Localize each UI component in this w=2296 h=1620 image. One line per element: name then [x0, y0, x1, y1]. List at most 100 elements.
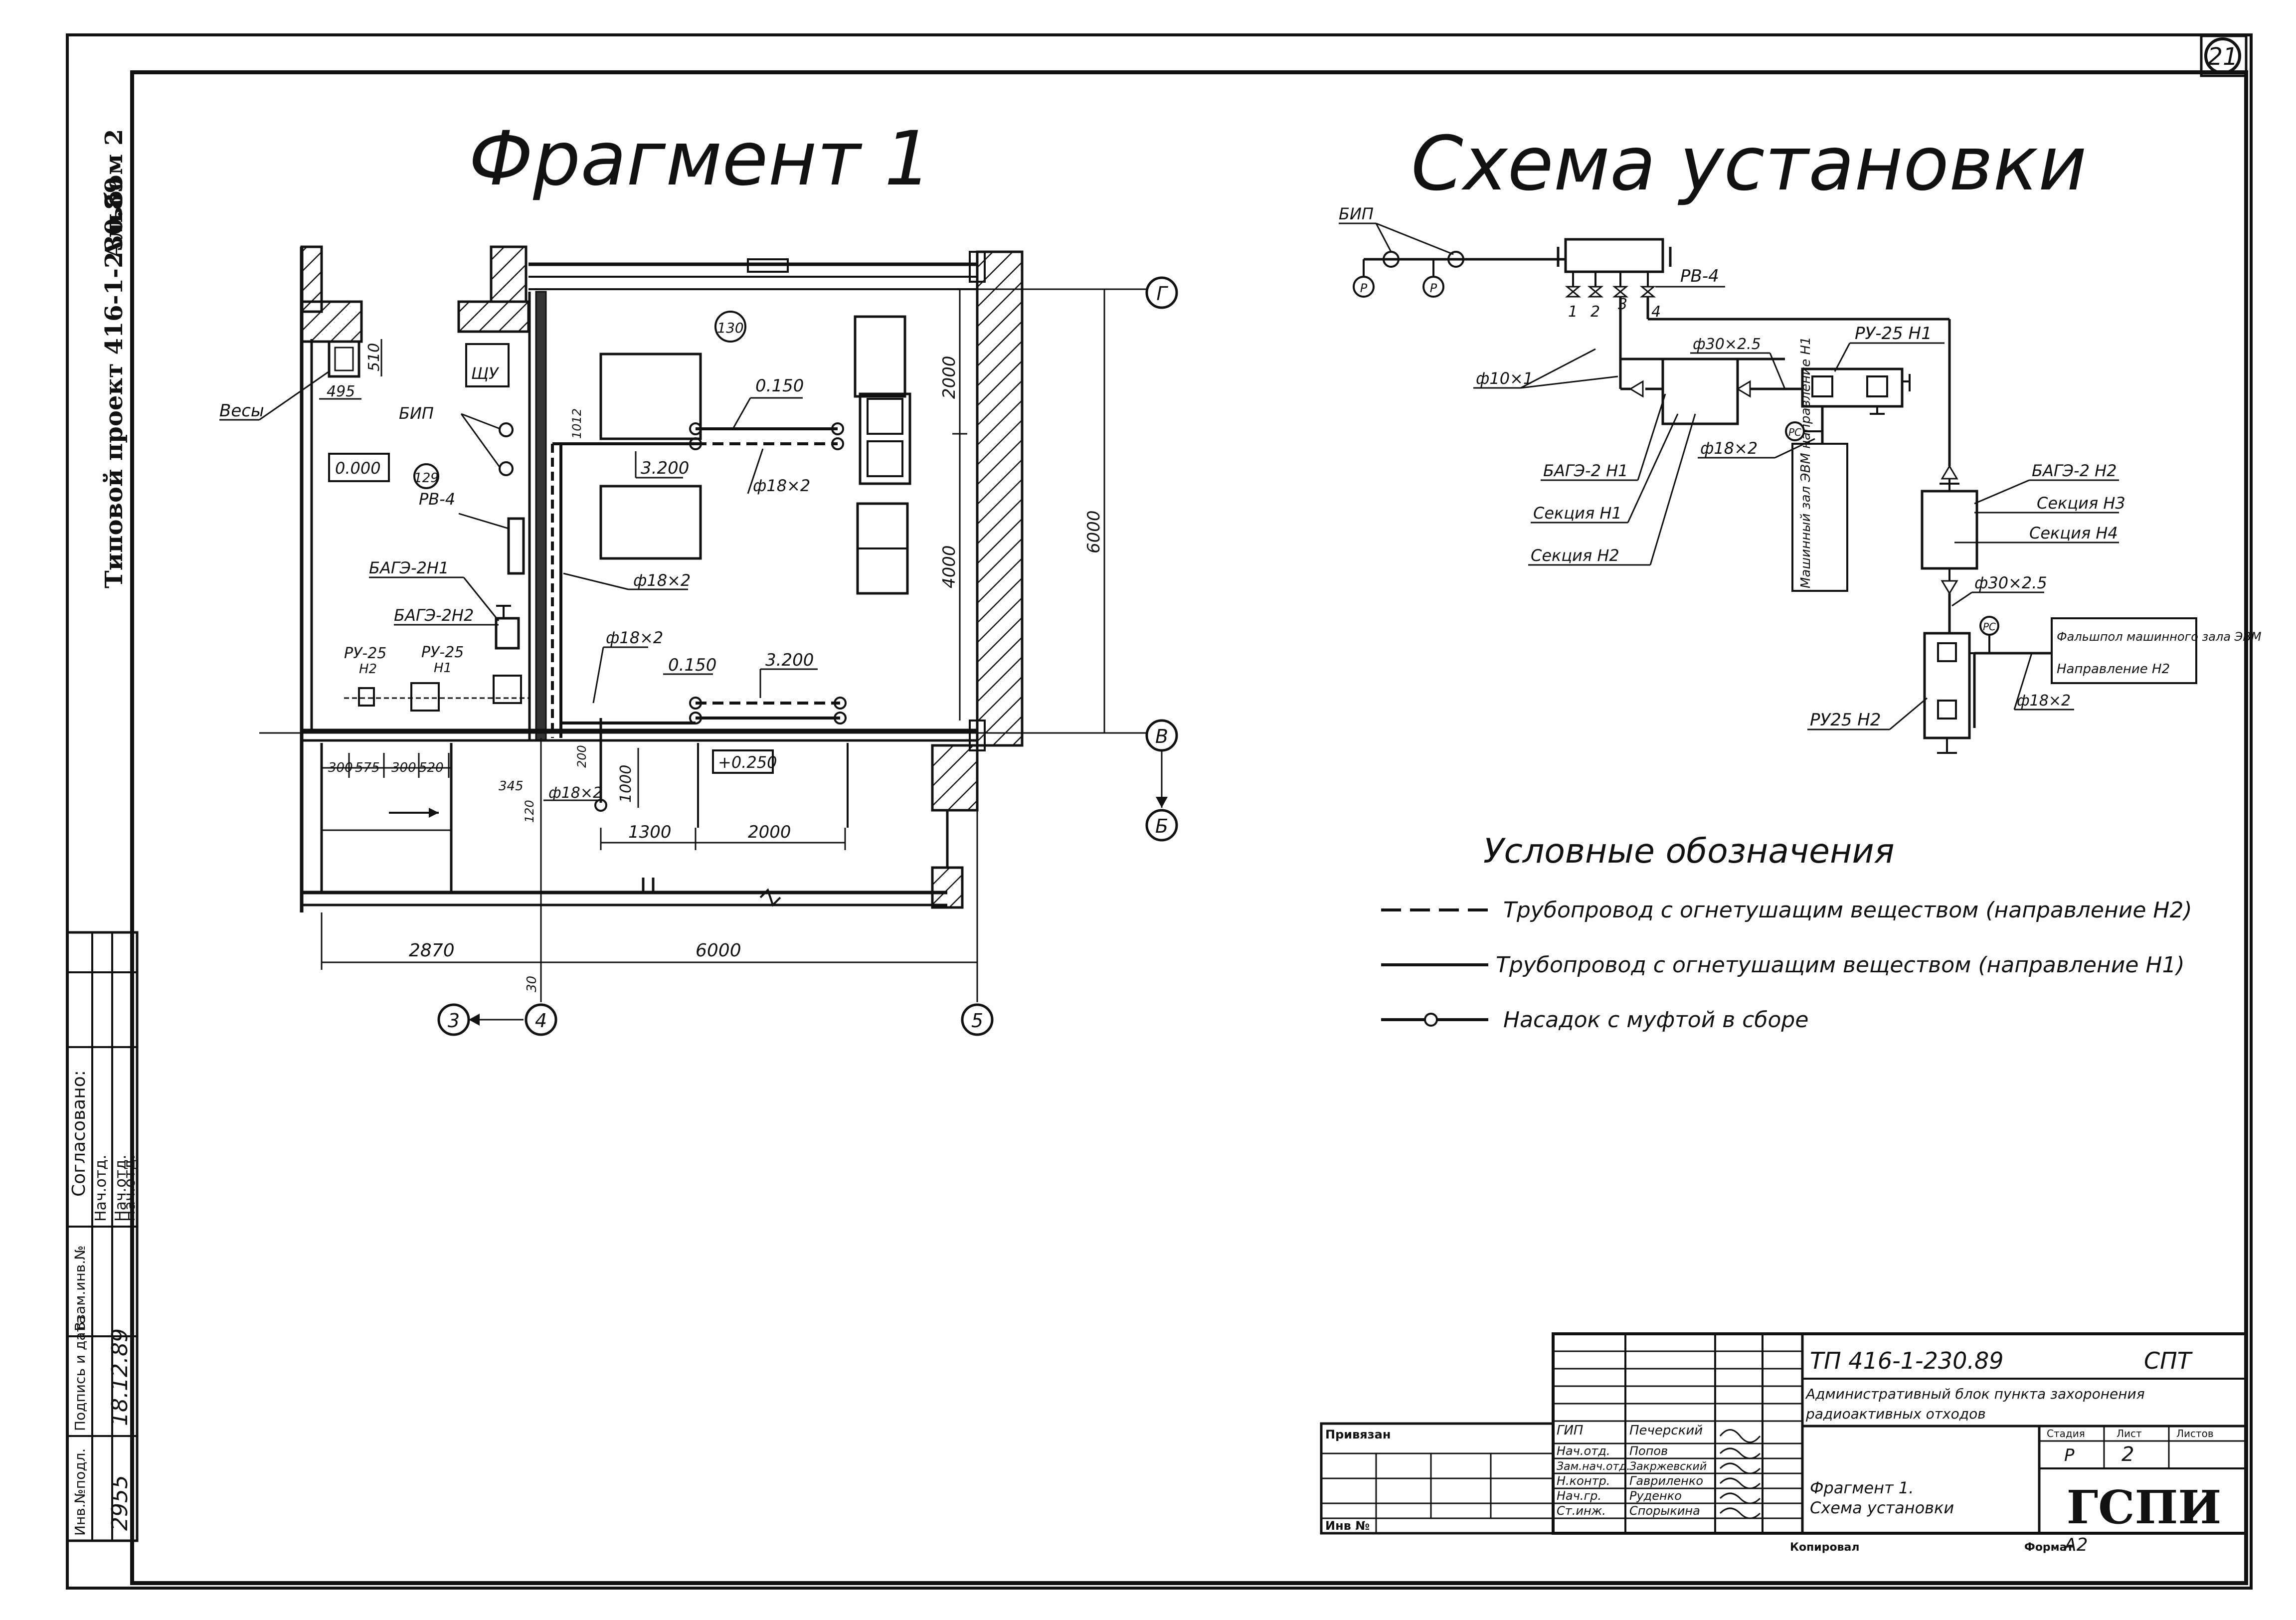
- dim-575: 575: [355, 760, 380, 775]
- dim-2000-vertical: 2000: [939, 356, 959, 399]
- stage-value: Р: [2064, 1445, 2075, 1465]
- sheet-title-line1: Фрагмент 1.: [1810, 1478, 1914, 1497]
- outlet-2: 2: [1590, 303, 1600, 321]
- signature: [1719, 1477, 1761, 1489]
- pipe-18x2-scheme-lower: ф18×2: [2017, 692, 2071, 710]
- ru25-n1-label-plan: РУ-25: [421, 644, 464, 661]
- vesy-label: Весы: [219, 401, 264, 421]
- vzam-label: Взам.инв.№: [72, 1246, 88, 1331]
- format-value: А2: [2063, 1535, 2088, 1555]
- approval-row: Нач.отд.: [92, 1155, 110, 1222]
- document-code: ТП 416-1-230.89: [1810, 1347, 2004, 1374]
- axis-3-label: 3: [448, 1010, 460, 1032]
- axis-bubble-4: [525, 1003, 557, 1036]
- scheme-title: Схема установки: [1411, 121, 2087, 207]
- installation-scheme: БИП Р Р 1 2 3 4 РВ-4: [1339, 204, 2262, 754]
- sign-label: Подпись и дата: [72, 1315, 88, 1431]
- pipe-10x1: ф10×1: [1476, 369, 1533, 388]
- signer-name: Спорыкина: [1629, 1504, 1700, 1518]
- rv4-label-plan: РВ-4: [419, 490, 455, 509]
- section-2-label: Секция Н2: [1531, 546, 1619, 565]
- signer-role: Ст.инж.: [1557, 1504, 1606, 1518]
- mark-0000: 0.000: [335, 459, 381, 478]
- room-130-number: 130: [717, 320, 743, 336]
- sign-value: 18.12.89: [107, 1328, 133, 1426]
- direction-n2-label: Направление Н2: [2057, 662, 2170, 677]
- nozzle-icon: [1424, 1013, 1438, 1027]
- legend-item-n2: Трубопровод с огнетушащим веществом (нап…: [1503, 898, 2192, 923]
- inv-no-label: Инв №: [1325, 1519, 1370, 1533]
- signature: [1719, 1447, 1761, 1459]
- copied-label: Копировал: [1790, 1541, 1859, 1554]
- signer-role: Зам.нач.отд.: [1557, 1460, 1630, 1473]
- section-3-label: Секция Н3: [2037, 494, 2125, 513]
- bage-n1-label: БАГЭ-2 Н1: [1543, 461, 1628, 480]
- height-3200-lower: 3.200: [765, 650, 814, 670]
- dim-120: 120: [523, 800, 536, 823]
- approval-block: Согласовано: Нач.отд. Нач.отд. Нач.отд. …: [66, 931, 139, 1542]
- axis-bubble-g: [1145, 276, 1178, 309]
- pipe-18x2-riser: ф18×2: [633, 571, 691, 590]
- gauge-p2: Р: [1430, 281, 1437, 295]
- scheme-bip-label: БИП: [1339, 204, 1374, 223]
- signature: [1719, 1429, 1761, 1443]
- dim-510: 510: [365, 343, 383, 371]
- shchu-label: ЩУ: [471, 364, 500, 383]
- outer-frame: [66, 33, 2253, 1590]
- stage-header: Стадия: [2047, 1428, 2085, 1440]
- signer-role: Н.контр.: [1557, 1474, 1610, 1488]
- machine-room-label: Машинный зал ЭВМ направление Н1: [1798, 337, 1813, 588]
- signer-name: Закржевский: [1629, 1460, 1707, 1473]
- sheet-title-line2: Схема установки: [1810, 1498, 1954, 1517]
- axis-4-label: 4: [535, 1010, 547, 1032]
- section-1-label: Секция Н1: [1533, 504, 1622, 523]
- dim-2870: 2870: [409, 940, 455, 961]
- ru25-n1-label: РУ-25 Н1: [1855, 324, 1932, 344]
- approval-row: Нач.отд.: [121, 1155, 139, 1222]
- bage-n2-label-plan: БАГЭ-2Н2: [394, 606, 474, 625]
- mark-0250: +0.250: [718, 753, 777, 772]
- object-name-line1: Административный блок пункта захоронения: [1805, 1386, 2145, 1402]
- album-label-vertical: Альбом 2: [100, 129, 128, 259]
- inv-label: Инв.№подл.: [72, 1448, 88, 1536]
- bage-n1-label-plan: БАГЭ-2Н1: [369, 558, 449, 577]
- bip-label-plan: БИП: [399, 404, 434, 423]
- axis-5-label: 5: [971, 1010, 983, 1032]
- pipe-30x25-lower: ф30×2.5: [1974, 573, 2047, 592]
- axis-v-label: В: [1155, 725, 1168, 747]
- privyazan-label: Привязан: [1325, 1428, 1391, 1441]
- signer-name: Печерский: [1629, 1423, 1703, 1438]
- axis-bubble-3: [437, 1003, 470, 1036]
- section-4-label: Секция Н4: [2029, 524, 2118, 542]
- dim-345: 345: [499, 779, 524, 794]
- legend-item-n1: Трубопровод с огнетушащим веществом (нап…: [1496, 952, 2185, 978]
- axis-bubble-v: [1145, 719, 1178, 752]
- dim-4000: 4000: [939, 545, 959, 588]
- axis-bubble-5: [961, 1003, 994, 1036]
- approval-row: Нач.отд.: [112, 1155, 130, 1222]
- pipe-18x2-lower: ф18×2: [548, 784, 602, 802]
- object-name-line2: радиоактивных отходов: [1805, 1406, 1986, 1422]
- gauge-p1: Р: [1360, 281, 1368, 295]
- signature: [1719, 1462, 1761, 1474]
- dim-300: 300: [391, 760, 416, 775]
- sheet-value: 2: [2121, 1443, 2134, 1466]
- dim-520: 520: [419, 760, 444, 775]
- axis-bubble-b: [1145, 809, 1178, 842]
- dim-200: 200: [575, 745, 589, 768]
- fragment-title: Фрагмент 1: [469, 116, 932, 202]
- dim-6000-horizontal: 6000: [696, 940, 741, 961]
- sheet-number-badge: 21: [2200, 34, 2248, 77]
- pressure-switch-1: РС: [1788, 426, 1801, 438]
- dim-6000-vertical: 6000: [1084, 510, 1104, 553]
- signer-name: Гавриленко: [1629, 1474, 1703, 1488]
- pipe-18x2-upper: ф18×2: [753, 476, 810, 495]
- format-label: Формат: [2024, 1541, 2074, 1554]
- room-129-number: 129: [414, 471, 439, 486]
- document-mark: СПТ: [2144, 1347, 2193, 1374]
- legend-item-nozzle: Насадок с муфтой в сборе: [1503, 1007, 1808, 1033]
- scheme-rv4-label: РВ-4: [1680, 266, 1719, 286]
- legend-title: Условные обозначения: [1483, 832, 1895, 871]
- height-3200-upper: 3.200: [641, 458, 689, 478]
